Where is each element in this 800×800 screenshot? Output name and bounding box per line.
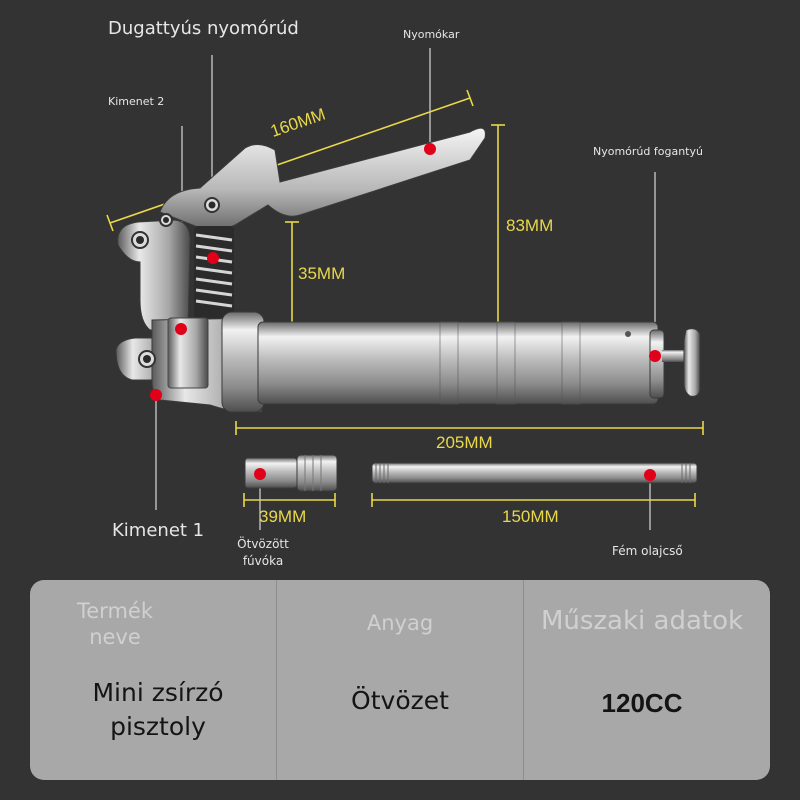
marker-nozzle: [254, 468, 266, 480]
marker-lever: [424, 143, 436, 155]
metal-oil-pipe: [371, 462, 698, 484]
label-outlet-1: Kimenet 1: [112, 520, 205, 541]
spec-col-material: Anyag Ötvözet: [277, 580, 523, 780]
spec-divider-1: [276, 580, 277, 780]
callout-markers: [150, 143, 661, 481]
label-lever: Nyomókar: [403, 28, 460, 41]
spec-value-name-line2: pisztoly: [110, 712, 206, 741]
dimension-lines: [106, 89, 704, 507]
spec-header-material: Anyag: [366, 611, 434, 635]
label-piston-rod: Dugattyús nyomórúd: [108, 18, 299, 39]
marker-pipe: [644, 469, 656, 481]
spec-header-name-line2: neve: [89, 625, 141, 649]
dim-barrel-length: 205MM: [436, 433, 493, 452]
grease-gun-diagram: [106, 48, 704, 530]
spec-header-name-line1: Termék: [77, 599, 153, 623]
marker-piston-rod: [207, 252, 219, 264]
spec-value-material: Ötvözet: [351, 686, 449, 715]
spec-value-name-line1: Mini zsírzó: [92, 678, 224, 707]
spec-header-name: Termék neve: [70, 598, 160, 650]
label-rod-handle: Nyomórúd fogantyú: [593, 145, 703, 158]
spec-divider-2: [523, 580, 524, 780]
grease-gun: [115, 127, 701, 413]
label-nozzle-line2: fúvóka: [242, 554, 284, 568]
spec-header-technical: Műszaki adatok: [540, 606, 744, 636]
label-nozzle: Ötvözött fúvóka: [232, 536, 294, 570]
marker-outlet-2: [175, 323, 187, 335]
dim-nozzle-length: 39MM: [259, 507, 307, 526]
spec-value-technical: 120CC: [601, 688, 683, 718]
label-outlet-2: Kimenet 2: [108, 95, 165, 108]
spec-col-technical: Műszaki adatok 120CC: [524, 580, 770, 780]
dim-height-83: 83MM: [506, 216, 554, 235]
label-metal-pipe: Fém olajcső: [612, 544, 683, 558]
dim-height-35: 35MM: [298, 264, 346, 283]
label-nozzle-line1: Ötvözött: [237, 537, 289, 551]
marker-outlet-1: [150, 389, 162, 401]
alloy-nozzle: [244, 454, 338, 492]
dim-pipe-length: 150MM: [502, 507, 559, 526]
spec-col-name: Termék neve Mini zsírzó pisztoly: [30, 580, 276, 780]
spec-table: Termék neve Mini zsírzó pisztoly Anyag Ö…: [30, 580, 770, 780]
marker-rod-handle: [649, 350, 661, 362]
spec-value-name: Mini zsírzó pisztoly: [50, 676, 266, 744]
